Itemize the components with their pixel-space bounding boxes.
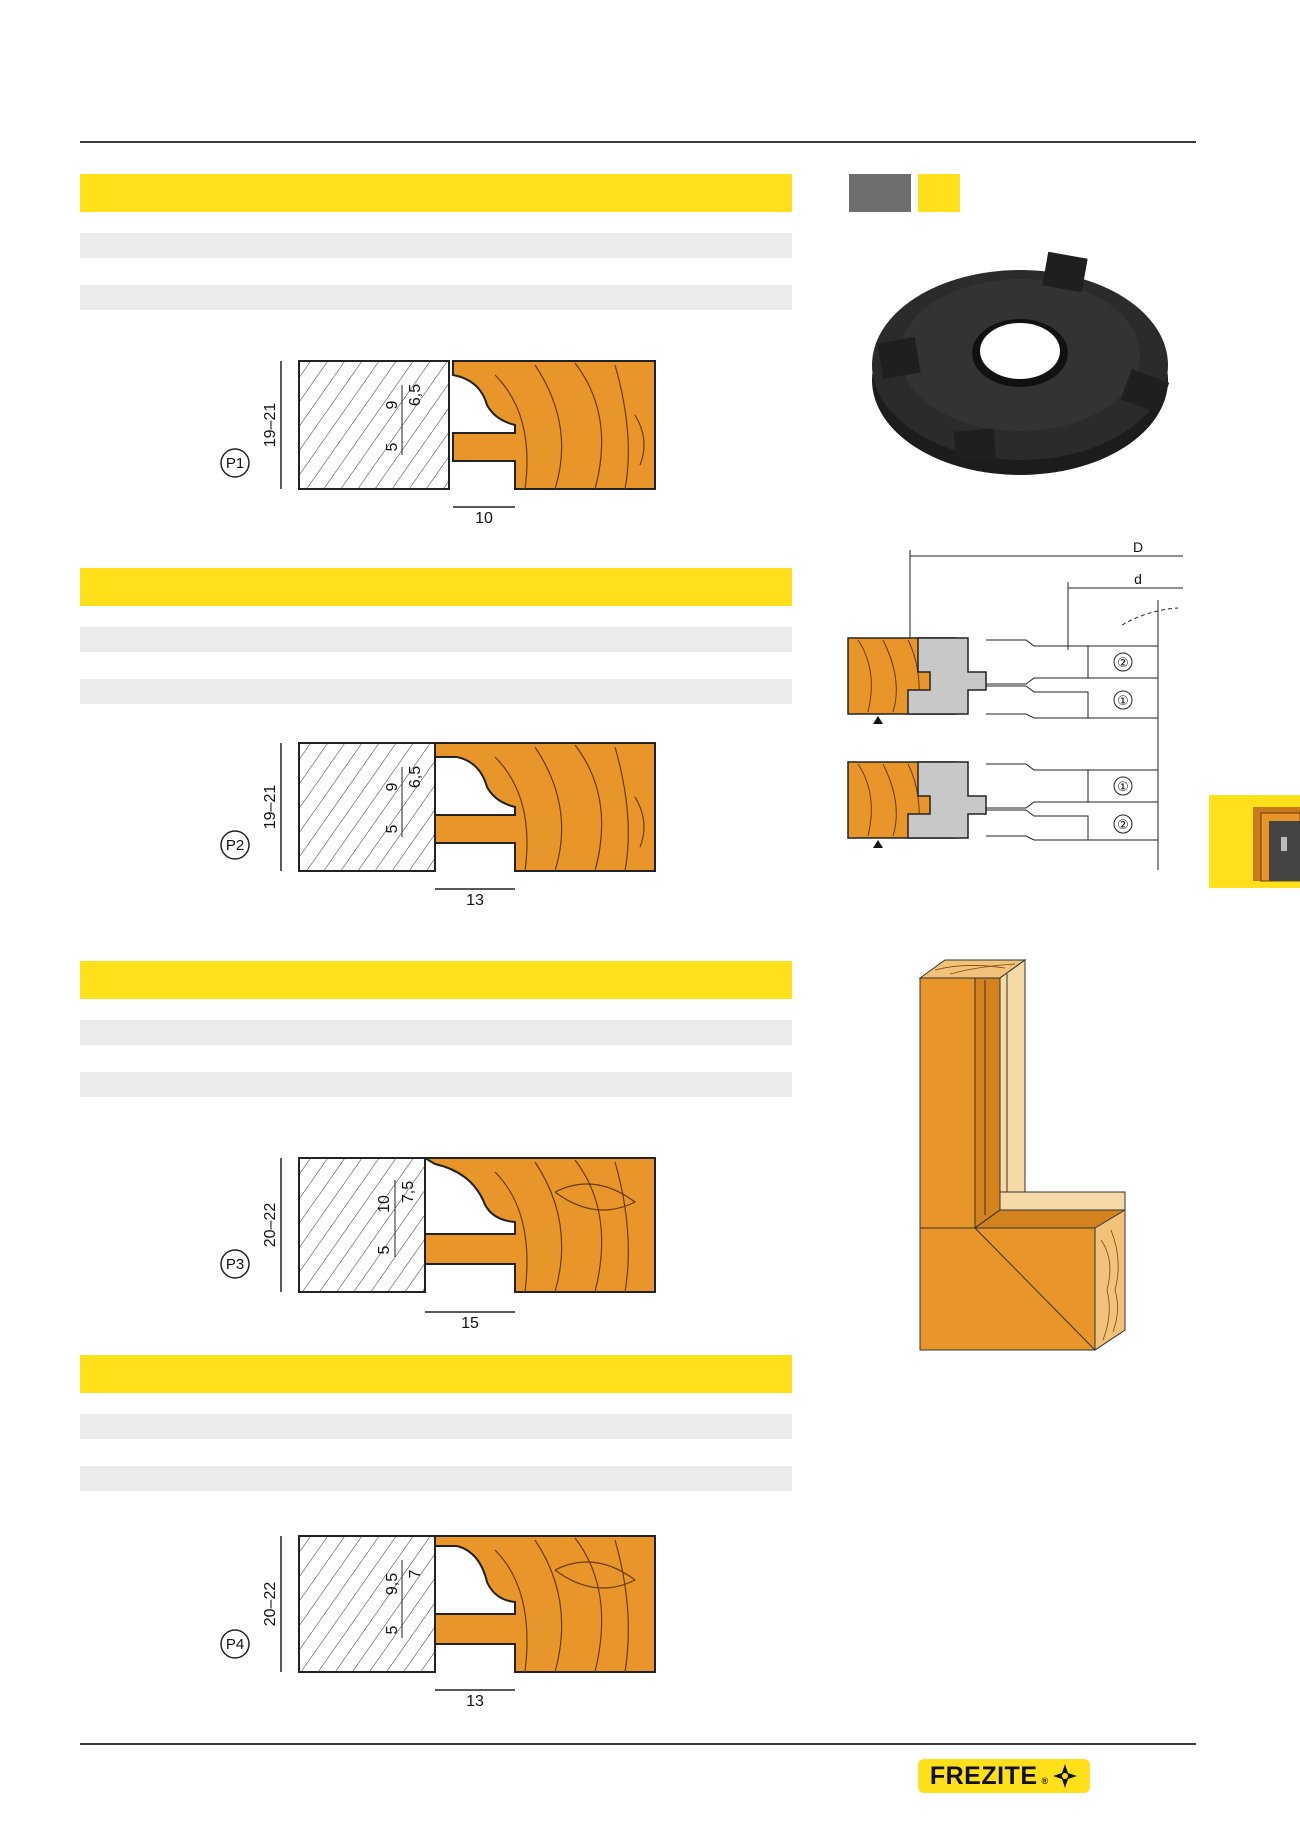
p2-width-label: 13 — [466, 892, 484, 909]
section-header-bar-p3 — [80, 961, 792, 999]
p2-dim-lower: 5 — [384, 824, 401, 833]
p4-id-label: P4 — [226, 1636, 244, 1653]
table-row-p2-a — [80, 627, 792, 652]
p4-dim-mid: 9,5 — [384, 1573, 401, 1595]
section-header-bar-p4 — [80, 1355, 792, 1393]
yellow-category-tag — [918, 174, 960, 212]
table-row-p3-b — [80, 1072, 792, 1097]
p4-dim-lower: 5 — [384, 1625, 401, 1634]
header-rule — [80, 141, 1196, 143]
footer-rule — [80, 1743, 1196, 1745]
lower-label-1: ① — [1117, 779, 1129, 794]
table-row-p3-a — [80, 1020, 792, 1045]
grey-category-tag — [849, 174, 911, 212]
section-header-bar-p1 — [80, 174, 792, 212]
p3-height-label: 20–22 — [262, 1203, 279, 1248]
table-row-p4-b — [80, 1466, 792, 1491]
p3-dim-lower: 5 — [376, 1245, 393, 1254]
p4-width-label: 13 — [466, 1693, 484, 1710]
table-row-p2-b — [80, 679, 792, 704]
dim-outer-label: D — [1133, 539, 1143, 555]
frame-corner-illustration — [918, 959, 1126, 1351]
p1-height-label: 19–21 — [262, 403, 279, 448]
brand-name: FREZITE — [929, 1761, 1038, 1790]
p4-dim-upper: 7 — [407, 1569, 424, 1578]
cutter-product-image — [872, 251, 1170, 475]
side-section-tab — [1209, 795, 1300, 888]
p3-id-label: P3 — [226, 1256, 244, 1273]
p2-dim-mid: 9 — [384, 782, 401, 791]
p2-id-label: P2 — [226, 837, 244, 854]
upper-label-1: ② — [1117, 655, 1129, 670]
dim-inner-label: d — [1134, 571, 1142, 587]
door-frame-icon — [1253, 807, 1300, 882]
profile-diagram-p3: 20–22 10 7,5 5 15 P3 — [220, 1157, 656, 1332]
profile-diagram-p1: 19–21 9 6,5 5 10 P1 — [220, 360, 656, 527]
p1-dim-upper: 6,5 — [407, 384, 424, 406]
p3-width-label: 15 — [461, 1315, 479, 1332]
p3-dim-upper: 7,5 — [400, 1181, 417, 1203]
brand-logo: FREZITE ® — [918, 1759, 1090, 1793]
lower-label-2: ② — [1117, 817, 1129, 832]
section-header-bar-p2 — [80, 568, 792, 606]
table-row-p1-a — [80, 233, 792, 258]
cutter-section-diagram: D d ② ① ① ② — [847, 539, 1183, 870]
p1-dim-lower: 5 — [384, 442, 401, 451]
profile-diagram-p4: 20–22 9,5 7 5 13 P4 — [220, 1535, 656, 1710]
brand-emblem-icon — [1053, 1764, 1078, 1788]
table-row-p4-a — [80, 1414, 792, 1439]
p3-dim-mid: 10 — [376, 1195, 393, 1213]
registered-mark: ® — [1041, 1776, 1049, 1786]
upper-label-2: ① — [1117, 693, 1129, 708]
p1-id-label: P1 — [226, 455, 244, 472]
p1-dim-mid: 9 — [384, 400, 401, 409]
p2-dim-upper: 6,5 — [407, 766, 424, 788]
p1-width-label: 10 — [475, 510, 493, 527]
p2-height-label: 19–21 — [262, 785, 279, 830]
table-row-p1-b — [80, 285, 792, 310]
p4-height-label: 20–22 — [262, 1582, 279, 1627]
profile-diagram-p2: 19–21 9 6,5 5 13 P2 — [220, 742, 656, 909]
